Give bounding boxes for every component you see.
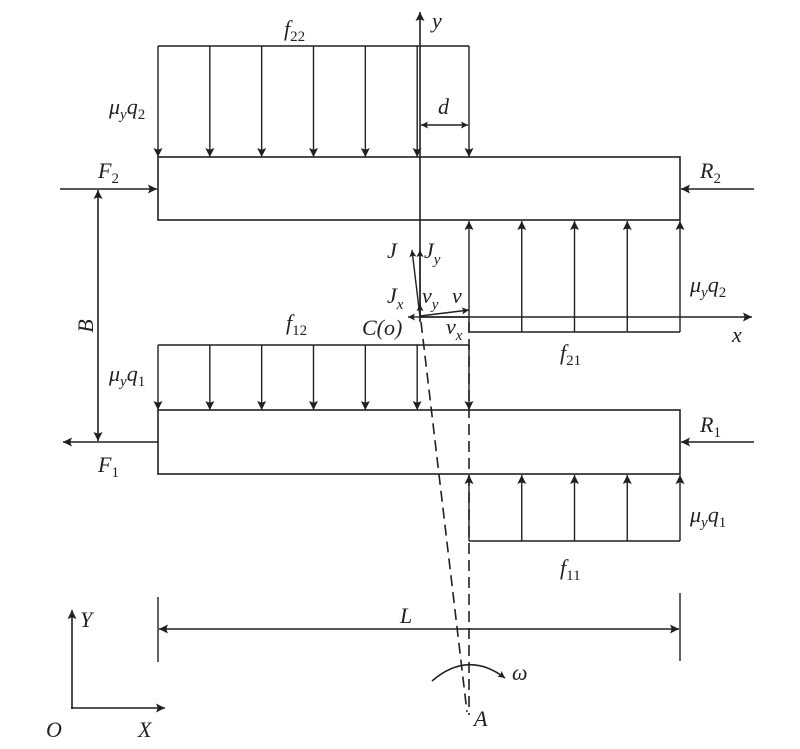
f12-label: f12 bbox=[286, 310, 307, 339]
f22-load-arrows bbox=[153, 46, 474, 157]
A-label: A bbox=[472, 706, 488, 731]
Jy-label: Jy bbox=[424, 238, 441, 268]
mu-q2-left-label: μyq2 bbox=[108, 94, 145, 123]
L-label: L bbox=[399, 603, 412, 628]
d-label: d bbox=[438, 94, 450, 119]
slanted-dashed-line bbox=[420, 321, 468, 713]
vx-label: vx bbox=[446, 314, 463, 344]
f11-load-arrows bbox=[464, 475, 685, 541]
v-vector bbox=[419, 307, 470, 317]
global-X-label: X bbox=[137, 717, 153, 742]
global-O-label: O bbox=[46, 717, 62, 742]
f21-load-arrows bbox=[464, 221, 685, 332]
upper-track-block bbox=[157, 156, 681, 221]
C-origin-label: C(o) bbox=[362, 315, 402, 340]
x-axis-label: x bbox=[731, 322, 742, 347]
mu-q1-left-label: μyq1 bbox=[108, 361, 145, 390]
F1-label: F1 bbox=[97, 452, 119, 481]
B-label: B bbox=[73, 319, 98, 332]
vy-label: vy bbox=[422, 283, 439, 313]
mu-q2-right-label: μyq2 bbox=[689, 272, 726, 301]
J-label: J bbox=[387, 238, 398, 263]
omega-rotation-arrow bbox=[431, 663, 506, 682]
R2-label: R2 bbox=[699, 158, 721, 187]
f12-load-arrows bbox=[153, 345, 474, 410]
J-vector bbox=[409, 249, 421, 318]
mu-q1-right-label: μyq1 bbox=[689, 502, 726, 531]
v-label: v bbox=[452, 283, 462, 308]
global-Y-label: Y bbox=[80, 607, 95, 632]
Jx-label: Jx bbox=[387, 283, 404, 313]
y-axis-label: y bbox=[430, 8, 442, 33]
lower-track-block bbox=[157, 409, 681, 475]
R1-label: R1 bbox=[699, 412, 721, 441]
omega-label: ω bbox=[512, 660, 528, 685]
f21-label: f21 bbox=[560, 340, 581, 369]
f11-label: f11 bbox=[560, 555, 581, 584]
f22-label: f22 bbox=[284, 16, 305, 45]
F2-label: F2 bbox=[97, 158, 119, 187]
